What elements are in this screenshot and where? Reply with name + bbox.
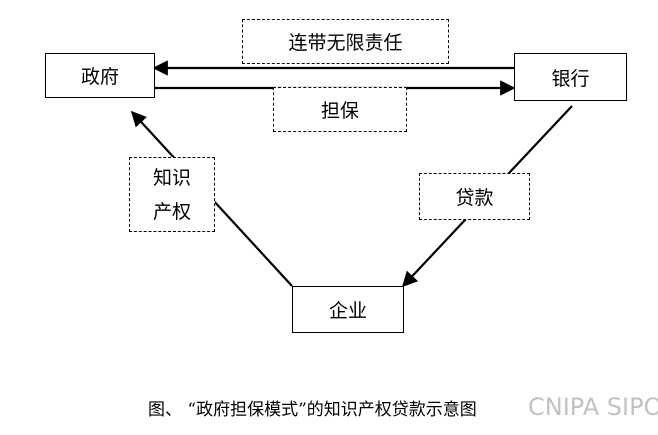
joint-liability-label: 连带无限责任	[288, 32, 403, 54]
guarantee-label-box: 担保	[273, 87, 407, 132]
enterprise-node: 企业	[292, 286, 404, 333]
bank-label: 银行	[551, 67, 590, 90]
bank-node: 银行	[514, 53, 627, 101]
intellectual-property-label-line2: 产权	[152, 200, 191, 223]
figure-caption: 图、 “政府担保模式”的知识产权贷款示意图	[148, 400, 477, 420]
watermark: CNIPA SIPO	[528, 393, 658, 421]
loan-label-box: 贷款	[419, 173, 530, 220]
guarantee-label: 担保	[320, 100, 359, 122]
enterprise-label: 企业	[328, 300, 367, 322]
government-node: 政府	[45, 53, 155, 98]
joint-liability-label-box: 连带无限责任	[242, 19, 449, 64]
intellectual-property-label-line1: 知识	[152, 166, 191, 189]
government-label: 政府	[80, 66, 119, 88]
loan-label: 贷款	[455, 187, 494, 209]
intellectual-property-label-box: 知识 产权	[129, 157, 215, 232]
